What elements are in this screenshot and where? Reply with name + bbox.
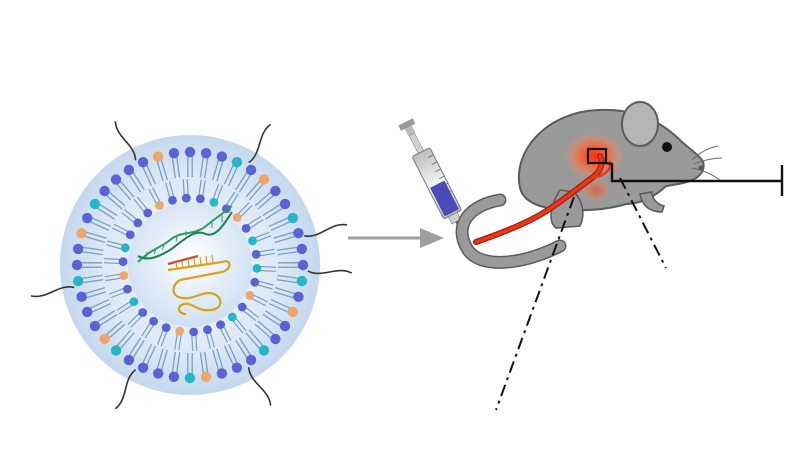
lipid-head [270, 333, 281, 345]
peg-chain [307, 269, 353, 275]
lipid-head [123, 284, 132, 294]
peg-chain [304, 223, 348, 237]
lipid-head [118, 257, 128, 267]
lipid-head [110, 174, 122, 185]
lipid-head [296, 275, 308, 287]
lipid-head [161, 323, 171, 333]
lipid-head [293, 291, 304, 303]
zoom-box-icon [586, 147, 608, 165]
lipid-head [82, 306, 93, 318]
lipid-head [89, 198, 101, 210]
mouse-icon [455, 101, 723, 269]
lipid-head [123, 354, 135, 366]
lipid-head [293, 227, 304, 239]
lipid-head [279, 198, 291, 210]
lipid-head [72, 275, 84, 287]
lipid-head [232, 213, 242, 222]
callout-lines [495, 161, 784, 411]
lipid-head [216, 320, 225, 330]
lipid-head [99, 333, 110, 345]
lipid-head [133, 218, 143, 228]
peg-chain [248, 123, 272, 164]
lipid-head [237, 302, 247, 312]
lipid-head [110, 345, 122, 356]
lipid-head [231, 157, 243, 168]
lipid-head [129, 297, 139, 307]
lipid-head [168, 195, 177, 205]
lipid-nanoparticle-icon [30, 121, 353, 410]
lipid-head [248, 236, 257, 246]
lipid-head [245, 290, 255, 300]
peg-chain [114, 121, 137, 161]
lipid-head [216, 151, 228, 162]
lipid-head [143, 208, 153, 218]
lipid-head [258, 345, 270, 356]
lipid-head [279, 320, 291, 332]
zoom-line-right [619, 177, 667, 269]
lipid-head [200, 147, 212, 159]
lipid-head [89, 320, 101, 332]
lipid-head [181, 193, 191, 203]
lipid-head [168, 147, 180, 159]
lipid-head [216, 368, 228, 379]
lipid-head [231, 362, 243, 373]
mouse-eye [662, 142, 672, 152]
lipid-head [76, 227, 87, 239]
lipid-head [252, 263, 262, 273]
lipid-head [138, 308, 148, 317]
lipid-head [250, 277, 260, 287]
lipid-head [297, 259, 309, 271]
lipid-head [120, 243, 130, 253]
lipid-head [287, 306, 298, 318]
lipid-head [175, 326, 185, 336]
lipid-head [200, 371, 212, 383]
lipid-head [245, 354, 257, 366]
lipid-head [209, 197, 219, 207]
lipid-head [155, 200, 164, 210]
peg-chains [30, 121, 353, 410]
lipid-head [258, 174, 270, 185]
lipid-head [72, 243, 84, 255]
lipid-head [99, 185, 110, 197]
lipid-head [227, 312, 237, 322]
lipid-head [149, 316, 159, 326]
lipid-head [137, 157, 149, 168]
lipid-head [71, 259, 83, 271]
nanoparticle-core [128, 203, 252, 327]
lipid-head [184, 372, 196, 384]
right-arrow-icon [348, 228, 444, 248]
lipid-head [152, 368, 164, 379]
peg-chain [247, 367, 272, 406]
lipid-head [123, 164, 135, 176]
outer-lipid-layer [71, 146, 309, 384]
syringe-fluid [430, 180, 459, 217]
lipid-head [251, 249, 261, 259]
lipid-head [76, 291, 87, 303]
lipid-head [270, 185, 281, 197]
rna-hairpin-icon [167, 254, 231, 316]
lipid-head [152, 151, 164, 162]
lipid-head [287, 212, 298, 224]
lipid-head [189, 327, 199, 337]
lipid-head [184, 146, 196, 158]
lipid-head [241, 223, 251, 233]
inner-lipid-layer [103, 178, 277, 352]
lipid-head [82, 212, 93, 224]
mouse-ear [621, 101, 659, 147]
lipid-head [203, 325, 212, 335]
lipid-head [125, 230, 135, 240]
peg-chain [30, 286, 75, 298]
peg-chain [114, 369, 137, 410]
lipid-head [296, 243, 308, 255]
lipid-head [195, 194, 205, 204]
lipid-head [245, 164, 257, 176]
scale-bracket [605, 161, 782, 183]
lipid-head [137, 362, 149, 373]
lipid-head [119, 271, 129, 281]
dna-double-helix-icon [137, 205, 233, 263]
lipid-head [168, 371, 180, 383]
